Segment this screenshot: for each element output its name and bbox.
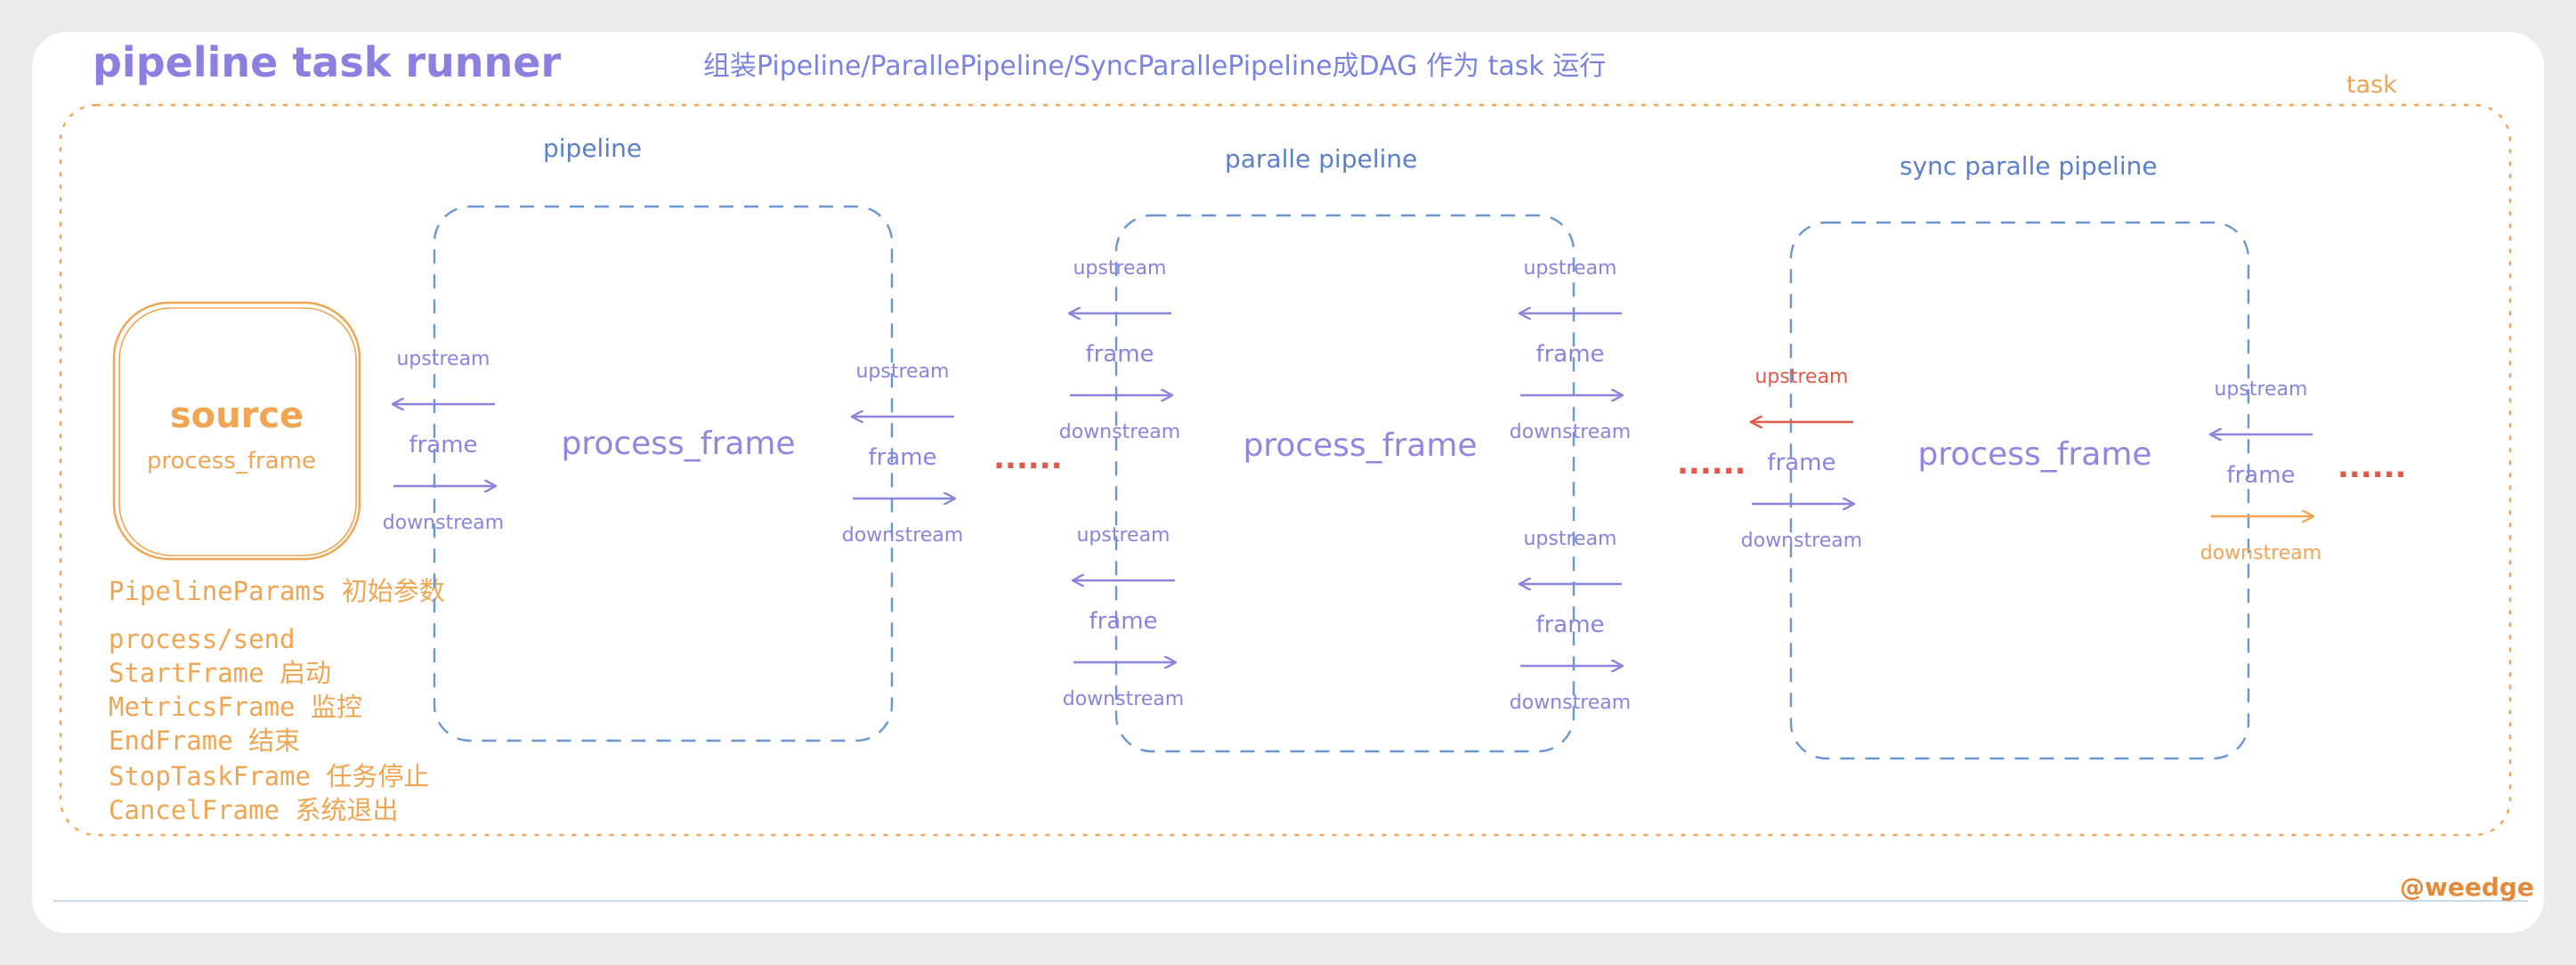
upstream-label: upstream xyxy=(855,361,949,383)
frame-label: frame xyxy=(1089,608,1157,635)
frame-label: frame xyxy=(1535,612,1604,638)
sync-paralle-pipeline-label: sync paralle pipeline xyxy=(1900,151,2158,181)
upstream-label: upstream xyxy=(1754,366,1848,388)
watermark: @weedge xyxy=(2400,872,2534,902)
source-title: source xyxy=(170,395,304,436)
downstream-label: downstream xyxy=(842,524,963,547)
note-line: MetricsFrame 监控 xyxy=(109,692,362,722)
pipeline-box xyxy=(433,205,894,742)
downstream-label: downstream xyxy=(1741,530,1862,552)
upstream-label: upstream xyxy=(1523,528,1616,550)
frame-label: frame xyxy=(1767,450,1835,476)
ellipsis-separator: ...... xyxy=(2337,450,2407,485)
frame-label: frame xyxy=(1535,341,1604,368)
downstream-label: downstream xyxy=(1063,688,1184,710)
paralle-pipeline-label: paralle pipeline xyxy=(1225,144,1417,174)
downstream-label: downstream xyxy=(1059,421,1180,443)
upstream-label: upstream xyxy=(2214,378,2307,401)
downstream-label: downstream xyxy=(2200,542,2321,564)
diagram-card xyxy=(32,32,2544,933)
downstream-label: downstream xyxy=(1510,421,1631,443)
note-line: EndFrame 结束 xyxy=(109,726,300,756)
sync-paralle-pipeline-box xyxy=(1789,221,2250,760)
pipeline-label: pipeline xyxy=(543,134,642,163)
upstream-label: upstream xyxy=(1073,257,1166,280)
source-method: process_frame xyxy=(147,448,316,474)
frame-label: frame xyxy=(2226,462,2295,489)
upstream-label: upstream xyxy=(396,348,490,370)
pipeline-process-frame: process_frame xyxy=(561,426,795,462)
diagram-title: pipeline task runner xyxy=(93,38,561,86)
upstream-label: upstream xyxy=(1523,257,1616,280)
note-line: CancelFrame 系统退出 xyxy=(109,795,399,825)
frame-label: frame xyxy=(868,444,936,471)
upstream-label: upstream xyxy=(1076,524,1170,547)
source-node: source process_frame xyxy=(112,301,361,561)
paralle-pipeline-box xyxy=(1114,214,1576,753)
ellipsis-separator: ...... xyxy=(993,441,1063,476)
frame-label: frame xyxy=(1085,341,1154,368)
downstream-label: downstream xyxy=(383,512,504,534)
note-line: StartFrame 启动 xyxy=(109,658,331,688)
connector-group: upstream frame downstream upstream frame down… xyxy=(383,257,2321,714)
ellipsis-separator: ...... xyxy=(1677,446,1746,482)
task-boundary xyxy=(59,103,2512,837)
frame-label: frame xyxy=(409,432,477,458)
sync-paralle-pipeline-process-frame: process_frame xyxy=(1917,436,2151,473)
note-line: process/send xyxy=(109,624,296,654)
task-label: task xyxy=(2346,71,2397,99)
diagram-subtitle: 组装Pipeline/ParallePipeline/SyncParallePi… xyxy=(703,51,1606,82)
pipeline-params-note: PipelineParams 初始参数 xyxy=(109,576,445,606)
paralle-pipeline-process-frame: process_frame xyxy=(1243,427,1477,464)
note-line: StopTaskFrame 任务停止 xyxy=(109,761,429,791)
downstream-label: downstream xyxy=(1510,692,1631,714)
frame-type-notes: process/send StartFrame 启动 MetricsFrame … xyxy=(109,624,429,825)
